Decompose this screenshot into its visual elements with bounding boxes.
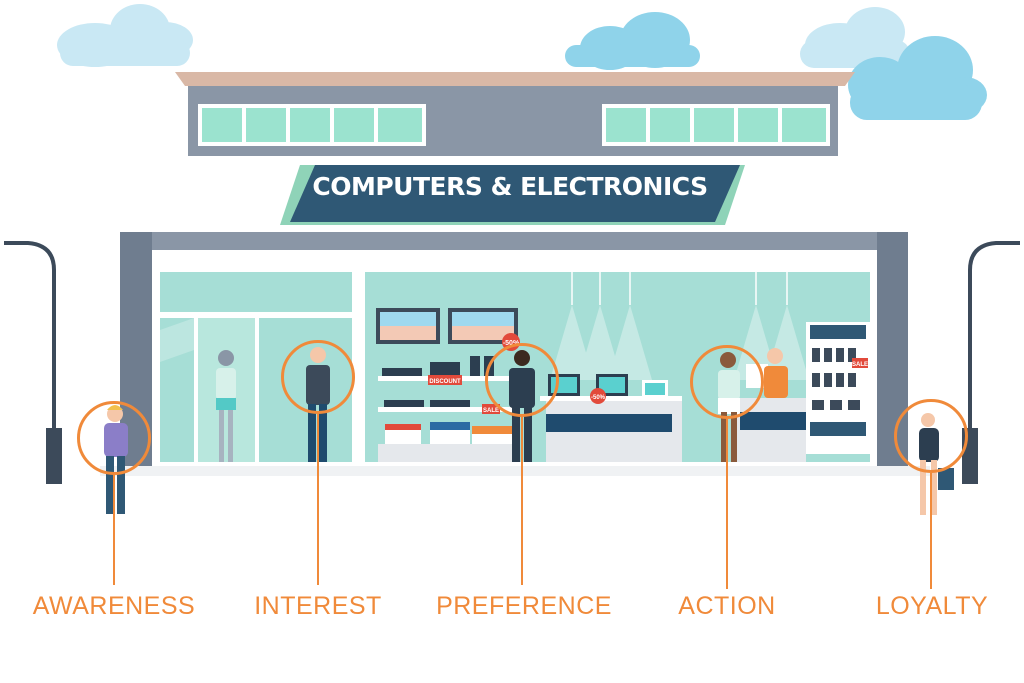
entry-door-1 (160, 318, 194, 462)
ceiling-lamps (571, 272, 788, 305)
loyalty-line (930, 473, 932, 589)
entry-transom (160, 272, 352, 312)
sidewalk (100, 466, 930, 476)
sign-board (290, 165, 740, 222)
tv-right (448, 308, 518, 344)
store-sign-title: COMPUTERS & ELECTRONICS (312, 172, 708, 201)
laptop-counter-band (546, 414, 672, 432)
action-ring (690, 345, 764, 419)
cloud-center (565, 12, 700, 70)
preference-line (521, 417, 523, 585)
interest-ring (281, 340, 355, 414)
awareness-ring (77, 401, 151, 475)
tag-sale-wall: SALE (852, 362, 868, 368)
cloud-right-back (800, 7, 910, 68)
interest-line (317, 414, 319, 585)
tag-sale-counter: -50% (591, 395, 606, 401)
preference-ring (485, 343, 559, 417)
loyalty-ring (894, 399, 968, 473)
cloud-left (57, 4, 193, 67)
stage-label-loyalty: LOYALTY (875, 592, 989, 620)
action-line (726, 419, 728, 589)
store-clerk (764, 348, 788, 398)
stage-label-awareness: AWARENESS (32, 592, 196, 620)
upper-windows-left (198, 104, 426, 146)
stage-label-interest: INTEREST (254, 592, 382, 620)
tag-sale-shelf: SALE (483, 408, 499, 414)
street-lamp-right (962, 241, 1020, 484)
tv-left (376, 308, 440, 344)
service-counter-band (740, 412, 806, 430)
awareness-line (113, 475, 115, 585)
upper-windows-right (602, 104, 830, 146)
tag-discount: DISCOUNT (429, 379, 461, 385)
glass-reflection (160, 318, 194, 362)
cloud-right-front (848, 36, 987, 120)
roof-eave (175, 72, 855, 86)
stage-label-preference: PREFERENCE (436, 592, 612, 620)
phone-wall (806, 322, 870, 454)
street-lamp-left (4, 241, 62, 484)
mannequin (216, 350, 236, 462)
stage-label-action: ACTION (678, 592, 776, 620)
